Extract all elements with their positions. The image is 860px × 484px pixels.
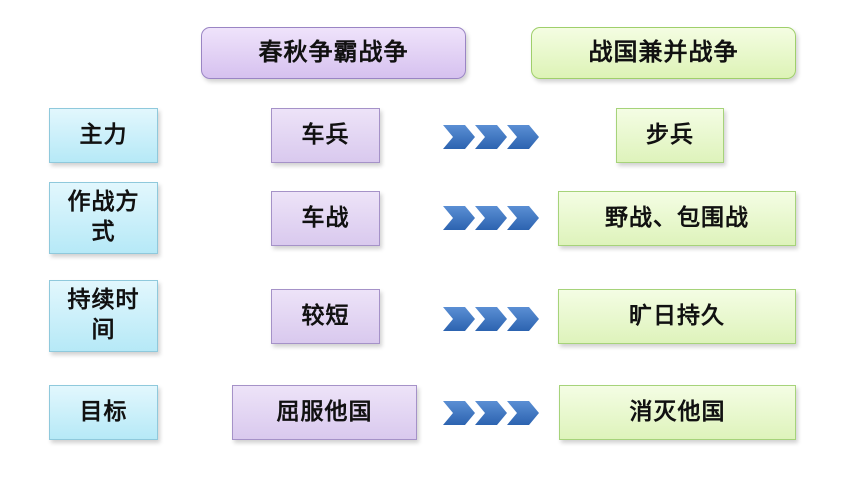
old-goal: 屈服他国	[232, 385, 417, 440]
category-label-line2: 式	[91, 219, 116, 245]
category-label: 主力	[79, 121, 128, 148]
new-combat-method: 野战、包围战	[558, 191, 796, 246]
header-warring-states-label: 战国兼并战争	[588, 38, 739, 67]
category-main-force: 主力	[49, 108, 158, 163]
category-goal: 目标	[49, 385, 158, 440]
old-combat-method: 车战	[271, 191, 380, 246]
category-label-line1: 作战方	[67, 189, 140, 216]
triple-chevron-right-icon	[443, 307, 539, 331]
old-value: 较短	[301, 302, 350, 329]
old-main-force: 车兵	[271, 108, 380, 163]
category-label-line1: 持续时	[67, 287, 140, 314]
triple-chevron-right-icon	[443, 125, 539, 149]
header-spring-autumn: 春秋争霸战争	[201, 27, 466, 79]
old-value: 车战	[301, 204, 350, 231]
new-value: 野战、包围战	[605, 204, 749, 231]
category-label: 目标	[79, 398, 128, 425]
triple-chevron-right-icon	[443, 206, 539, 230]
category-label-line2: 间	[91, 317, 116, 343]
old-value: 车兵	[301, 121, 350, 148]
triple-chevron-right-icon	[443, 401, 539, 425]
header-spring-autumn-label: 春秋争霸战争	[258, 38, 409, 67]
header-warring-states: 战国兼并战争	[531, 27, 796, 79]
new-value: 步兵	[646, 121, 694, 148]
new-value: 旷日持久	[629, 302, 725, 329]
category-duration: 持续时 间	[49, 280, 158, 352]
new-goal: 消灭他国	[559, 385, 796, 440]
new-value: 消灭他国	[629, 398, 726, 425]
new-duration: 旷日持久	[558, 289, 796, 344]
new-main-force: 步兵	[616, 108, 724, 163]
old-value: 屈服他国	[276, 398, 373, 425]
old-duration: 较短	[271, 289, 380, 344]
category-combat-method: 作战方 式	[49, 182, 158, 254]
